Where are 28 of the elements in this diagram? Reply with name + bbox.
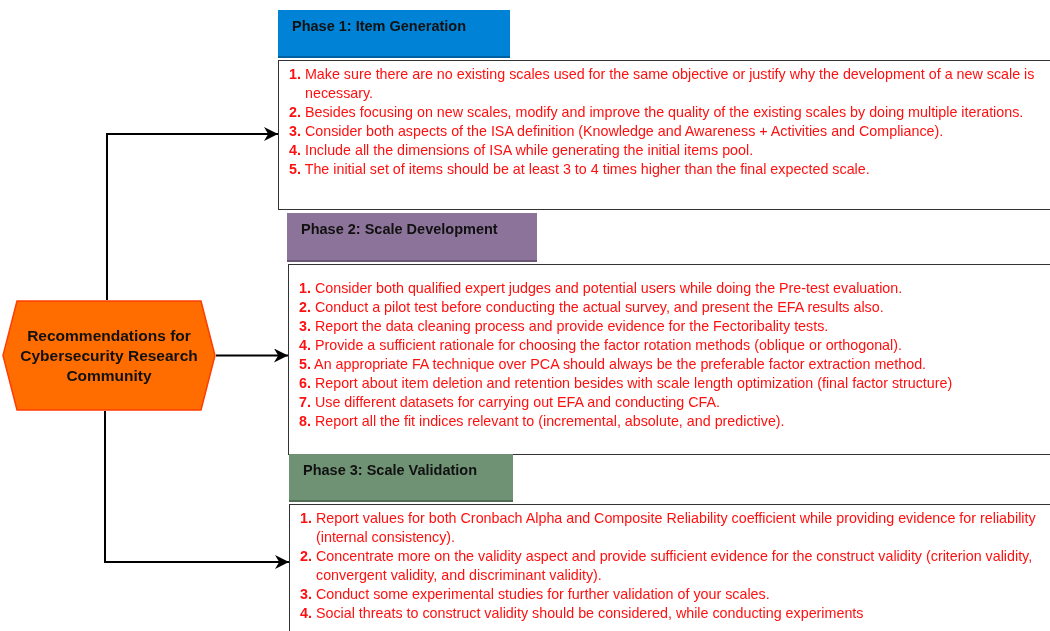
phase-header: Phase 2: Scale Development [287, 213, 537, 262]
list-item: 3. Conduct some experimental studies for further validation of your scales. [300, 585, 771, 604]
list-box [278, 60, 1050, 210]
list-item: 7. Use different datasets for carrying out EFA and conducting CFA. [299, 393, 721, 412]
arrow [215, 348, 289, 363]
list-item: 4. Social threats to construct validity should be considered, while conducting experiments [300, 604, 865, 623]
list-item: 5. The initial set of items should be at least 3 to 4 times higher than the final expected scale. [289, 160, 871, 179]
list-box [288, 264, 1050, 455]
list-box [289, 504, 1050, 631]
list-item: 2. Concentrate more on the validity aspect and provide sufficient evidence for the construct validity (criterion validity, convergent validity, and discriminant validity). [300, 547, 1034, 585]
list-item: 5. An appropriate FA technique over PCA should always be the preferable factor extraction method. [299, 355, 928, 374]
phase-header: Phase 3: Scale Validation [289, 454, 513, 502]
list-item: 3. Consider both aspects of the ISA definition (Knowledge and Awareness + Activities and Compliance). [289, 122, 945, 141]
arrow [106, 127, 279, 301]
phase-header: Phase 1: Item Generation [278, 10, 510, 58]
list-item: 8. Report all the fit indices relevant to (incremental, absolute, and predictive). [299, 412, 786, 431]
list-item: 3. Report the data cleaning process and provide evidence for the Fectoribality tests. [299, 317, 830, 336]
list-item: 1. Report values for both Cronbach Alpha and Composite Reliability coefficient while providing evidence for reliability (internal consistency). [300, 509, 1037, 547]
node-text: Recommendations for Cybersecurity Research Community [19, 325, 199, 386]
list-item: 4. Include all the dimensions of ISA while generating the initial items pool. [289, 141, 755, 160]
list-item: 4. Provide a sufficient rationale for choosing the factor rotation methods (oblique or orthogonal). [299, 336, 903, 355]
list-item: 6. Report about item deletion and retention besides with scale length optimization (final factor structure) [299, 374, 954, 393]
list-item: 1. Consider both qualified expert judges and potential users while doing the Pre-test evaluation. [299, 279, 904, 298]
list-item: 1. Make sure there are no existing scales used for the same objective or justify why the development of a new scale is necessary. [289, 65, 1036, 103]
list-item: 2. Besides focusing on new scales, modify and improve the quality of the existing scales by doing multiple iterations. [289, 103, 1025, 122]
arrow [104, 410, 290, 569]
hexagon-node [2, 300, 216, 411]
list-item: 2. Conduct a pilot test before conducting the actual survey, and present the EFA results also. [299, 298, 885, 317]
